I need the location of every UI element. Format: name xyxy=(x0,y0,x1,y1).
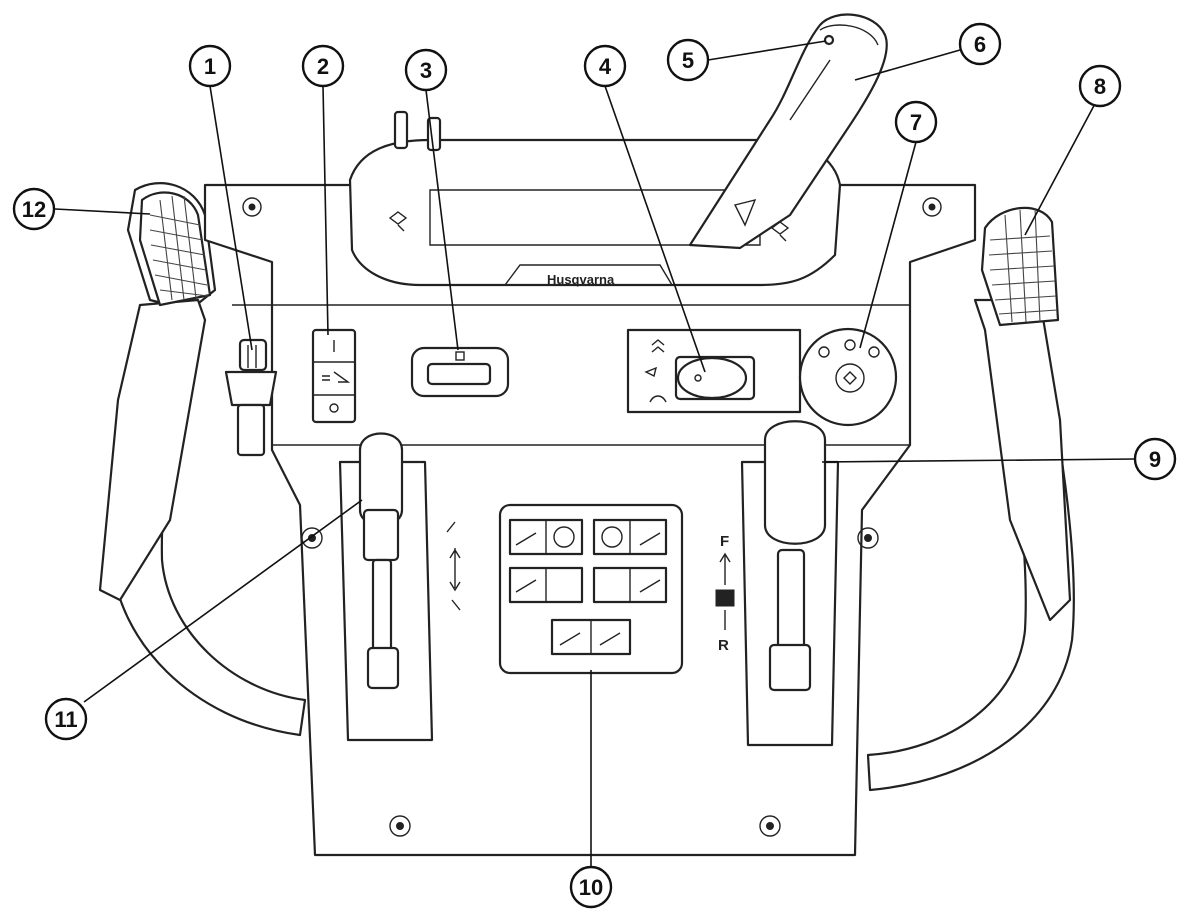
callout-1-label: 1 xyxy=(204,54,216,79)
callout-10: 10 xyxy=(569,865,613,909)
headlight-housing: Husqvarna xyxy=(348,110,842,287)
right-handle-grip xyxy=(980,206,1060,327)
brand-logo-text: Husqvarna xyxy=(547,272,615,287)
callout-2-label: 2 xyxy=(317,54,329,79)
callout-7: 7 xyxy=(894,100,938,144)
callout-7-label: 7 xyxy=(910,110,922,135)
left-handle-grip xyxy=(138,191,212,307)
callout-2: 2 xyxy=(301,44,345,88)
callout-6-label: 6 xyxy=(974,32,986,57)
callout-1: 1 xyxy=(188,44,232,88)
light-switch[interactable] xyxy=(311,328,357,424)
forward-label: F xyxy=(720,533,729,550)
callout-8: 8 xyxy=(1078,64,1122,108)
callout-8-label: 8 xyxy=(1094,74,1106,99)
callout-6: 6 xyxy=(958,22,1002,66)
speed-control-lever[interactable]: F R xyxy=(715,420,840,747)
callout-4: 4 xyxy=(583,44,627,88)
callout-5: 5 xyxy=(666,38,710,82)
auger-mode-switch[interactable] xyxy=(626,328,802,414)
callout-10-label: 10 xyxy=(579,875,603,900)
callout-12-label: 12 xyxy=(22,197,46,222)
callout-3: 3 xyxy=(404,48,448,92)
callout-3-label: 3 xyxy=(420,58,432,83)
leader-lines xyxy=(54,40,1136,866)
chute-control-lever[interactable] xyxy=(688,13,888,250)
reverse-label: R xyxy=(718,637,729,654)
callout-5-label: 5 xyxy=(682,48,694,73)
callout-9: 9 xyxy=(1133,437,1177,481)
chute-deflector-lever[interactable] xyxy=(338,432,461,742)
callout-4-label: 4 xyxy=(599,54,612,79)
callout-12: 12 xyxy=(12,187,56,231)
callout-9-label: 9 xyxy=(1149,447,1161,472)
ignition-switch[interactable] xyxy=(798,327,898,427)
hour-meter xyxy=(410,346,510,398)
choke-control[interactable] xyxy=(224,338,278,457)
callout-11: 11 xyxy=(44,697,88,741)
instruction-decal xyxy=(498,503,684,675)
callout-11-label: 11 xyxy=(54,707,77,732)
chute-lever-button[interactable] xyxy=(823,34,835,46)
